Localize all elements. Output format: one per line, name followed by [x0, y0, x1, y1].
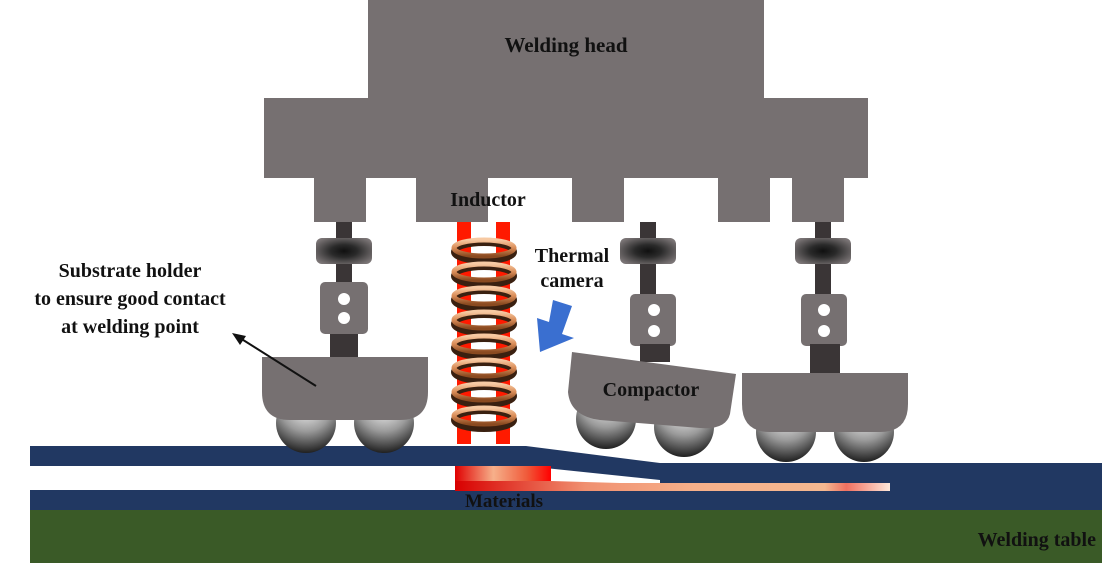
upper-substrate [30, 446, 1102, 480]
substrate-holder-label-line1: Substrate holder [59, 260, 202, 282]
materials-strip [455, 481, 890, 491]
coil-turn [451, 381, 517, 403]
coil-turn [451, 357, 517, 379]
inductor-label: Inductor [450, 189, 526, 211]
mount-inductor [416, 176, 488, 222]
coil-turn [451, 309, 517, 331]
thermal-camera-arrow-icon [537, 300, 574, 352]
welding-head-body [264, 98, 868, 178]
mount-rear-2 [792, 176, 844, 222]
inductor-coil [451, 222, 517, 444]
mount-compactor [572, 176, 624, 222]
substrate-holder-label-line2: to ensure good contact [34, 288, 226, 310]
coil-turn [451, 405, 517, 427]
thermal-camera-label-line1: Thermal [535, 245, 610, 267]
coil-turn [451, 237, 517, 259]
mount-rear [718, 176, 770, 222]
thermal-camera-label-line2: camera [540, 270, 603, 292]
substrate-holder-label-line3: at welding point [61, 316, 199, 338]
mount-holder [314, 176, 366, 222]
welding-head-label: Welding head [504, 33, 627, 57]
materials-label: Materials [465, 491, 543, 512]
coil-turn [451, 285, 517, 307]
coil-turn [451, 333, 517, 355]
substrate-holder-pointer-icon [232, 333, 317, 387]
compactor-assembly [568, 222, 736, 457]
coil-turn [451, 261, 517, 283]
compactor-label: Compactor [603, 379, 700, 401]
welding-head-top [368, 0, 764, 100]
substrate-holder-assembly [262, 222, 428, 453]
rear-roller-assembly [742, 222, 908, 462]
welding-table-label: Welding table [978, 529, 1096, 551]
welding-table [30, 510, 1102, 563]
